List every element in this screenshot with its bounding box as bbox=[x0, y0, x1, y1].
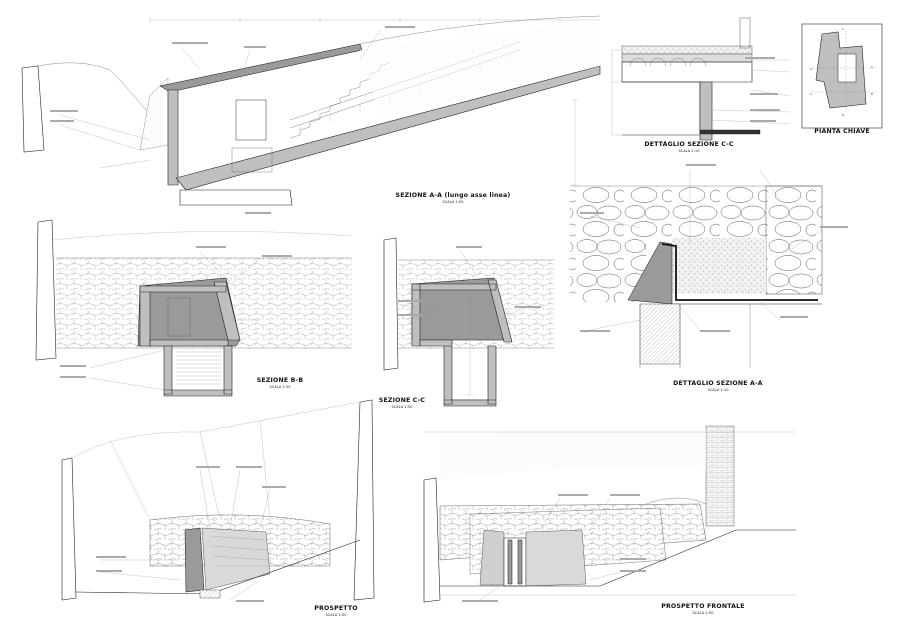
section-aa-title: SEZIONE A-A (lungo asse linea) bbox=[396, 192, 511, 199]
detail-cc-scale: SCALA 1:10 bbox=[678, 149, 700, 153]
key-plan-mark-b2: B bbox=[842, 113, 844, 117]
detail-aa-scale: SCALA 1:10 bbox=[707, 388, 729, 392]
section-aa-drawing bbox=[21, 15, 601, 214]
key-plan-mark-c1: C bbox=[842, 27, 844, 31]
section-cc-drawing bbox=[383, 237, 554, 407]
section-cc-scale: SCALA 1:50 bbox=[391, 405, 413, 409]
detail-aa-title: DETTAGLIO SEZIONE A-A bbox=[673, 380, 763, 387]
front-elevation-drawing bbox=[423, 425, 796, 603]
key-plan-mark-b1: B bbox=[871, 92, 873, 96]
elevation-drawing bbox=[61, 399, 375, 602]
key-plan-title: PIANTA CHIAVE bbox=[814, 128, 870, 135]
elevation-title: PROSPETTO bbox=[314, 605, 357, 612]
detail-cc-title: DETTAGLIO SEZIONE C-C bbox=[644, 141, 734, 148]
section-aa-scale: SCALA 1:50 bbox=[442, 200, 464, 204]
key-plan-mark-c2: C bbox=[810, 67, 812, 71]
key-plan-drawing: C C A A B B bbox=[801, 23, 883, 129]
front-elevation-title: PROSPETTO FRONTALE bbox=[661, 603, 745, 610]
elevation-scale: SCALA 1:50 bbox=[325, 613, 347, 617]
section-bb-drawing bbox=[35, 219, 353, 397]
key-plan-mark-a2: A bbox=[810, 92, 812, 96]
section-bb-scale: SCALA 1:50 bbox=[269, 385, 291, 389]
section-cc-title: SEZIONE C-C bbox=[379, 397, 426, 404]
front-elevation-scale: SCALA 1:50 bbox=[692, 611, 714, 615]
key-plan-mark-a1: A bbox=[871, 65, 873, 69]
section-bb-title: SEZIONE B-B bbox=[257, 377, 304, 384]
detail-cc-drawing bbox=[611, 17, 791, 141]
detail-aa-drawing bbox=[570, 164, 848, 368]
